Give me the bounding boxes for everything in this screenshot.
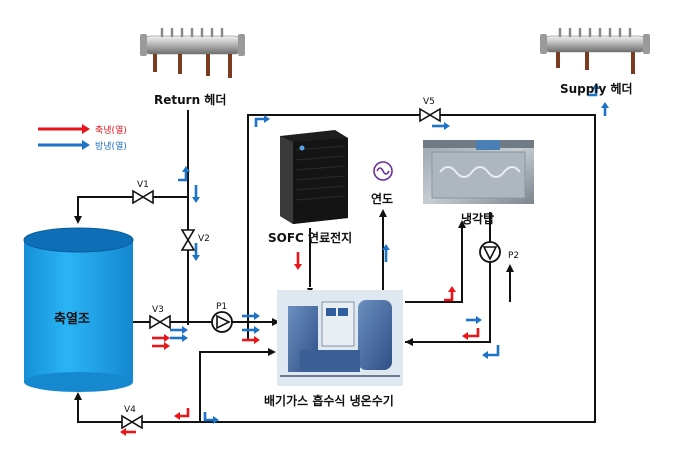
valve-v3-label: V3 bbox=[152, 305, 164, 315]
storage-tank-icon bbox=[23, 227, 134, 392]
legend-cold-arrow-icon bbox=[38, 140, 90, 150]
chiller-label: 배기가스 흡수식 냉온수기 bbox=[264, 394, 394, 408]
cooling-tower-label: 냉각탑 bbox=[461, 212, 495, 226]
valve-v4-label: V4 bbox=[124, 405, 136, 415]
sofc-label: SOFC 연료전지 bbox=[268, 231, 353, 245]
line-arrowheads bbox=[74, 209, 514, 400]
sofc-fuel-cell-icon bbox=[280, 130, 348, 224]
valve-v2-icon[interactable] bbox=[180, 229, 196, 251]
valve-v3-icon[interactable] bbox=[149, 314, 171, 330]
legend bbox=[38, 124, 90, 150]
valve-v4-icon[interactable] bbox=[121, 414, 143, 430]
valve-v2-label: V2 bbox=[198, 234, 210, 244]
pump-p1-icon[interactable] bbox=[211, 311, 233, 333]
hot-flow-arrows bbox=[126, 252, 480, 434]
return-header-icon bbox=[140, 27, 245, 78]
supply-header-icon bbox=[540, 27, 650, 74]
flow-arrows bbox=[120, 83, 609, 436]
supply-header-label: Supply 헤더 bbox=[560, 82, 633, 96]
pump-p2-icon[interactable] bbox=[479, 241, 501, 263]
flue-symbol-icon bbox=[373, 161, 393, 181]
pump-p1-label: P1 bbox=[216, 302, 228, 312]
valve-v5-icon[interactable] bbox=[419, 107, 441, 123]
flue-label: 연도 bbox=[371, 192, 394, 206]
cold-flow-arrows bbox=[170, 89, 607, 422]
legend-hot-label: 축냉(열) bbox=[95, 126, 127, 136]
cooling-tower-icon bbox=[423, 140, 534, 204]
pump-p2-label: P2 bbox=[508, 251, 520, 261]
storage-tank-label: 축열조 bbox=[54, 312, 90, 327]
legend-cold-label: 방냉(열) bbox=[95, 142, 127, 152]
absorption-chiller-icon bbox=[277, 290, 403, 386]
valve-v5-label: V5 bbox=[423, 97, 435, 107]
legend-hot-arrow-icon bbox=[38, 124, 90, 134]
valve-v1-icon[interactable] bbox=[132, 189, 154, 205]
piping-lines bbox=[77, 110, 596, 423]
valve-v1-label: V1 bbox=[137, 180, 149, 190]
return-header-label: Return 헤더 bbox=[154, 93, 227, 107]
